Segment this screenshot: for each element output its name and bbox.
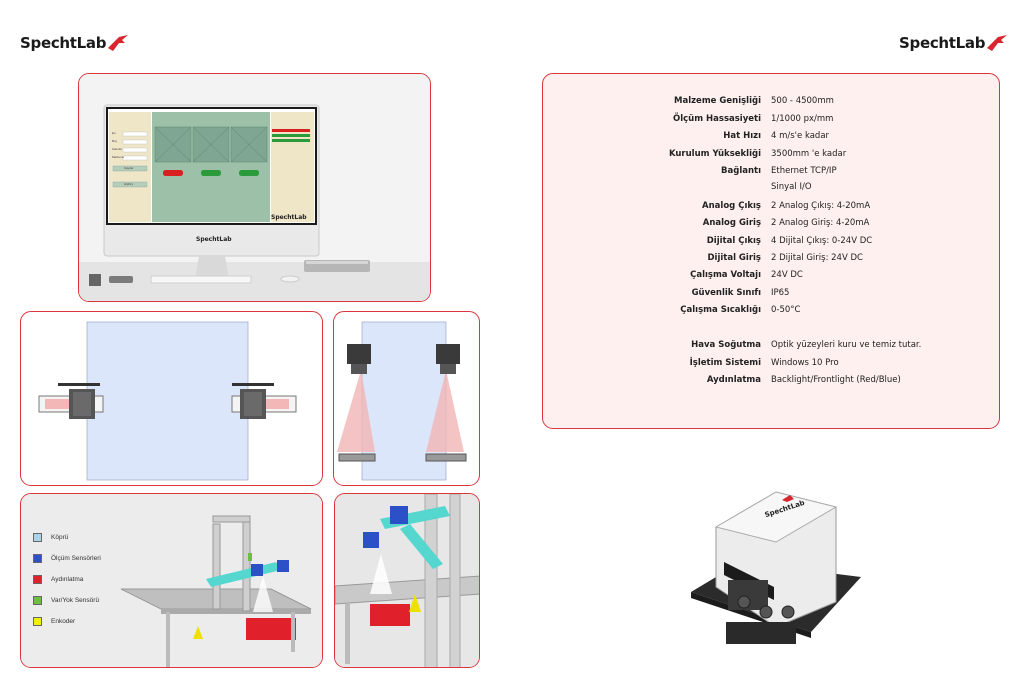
legend-item: Var/Yok Sensörü xyxy=(33,595,101,606)
legend-item: Aydınlatma xyxy=(33,574,101,585)
spec-row: Ölçüm Hassasiyeti 1/1000 px/mm xyxy=(543,114,999,131)
spec-label: Güvenlik Sınıfı xyxy=(691,288,761,298)
spec-value: 4 m/s'e kadar xyxy=(771,131,830,141)
status-indicator-green xyxy=(201,170,221,176)
screen-field-label: Malzeme xyxy=(112,155,125,159)
status-indicator-green xyxy=(239,170,259,176)
legend-label: Enkoder xyxy=(51,618,76,625)
spec-row: Güvenlik Sınıfı IP65 xyxy=(543,288,999,305)
spec-row: Aydınlatma Backlight/Frontlight (Red/Blue… xyxy=(543,375,999,392)
sensor-device-illustration xyxy=(691,491,861,644)
legend-swatch xyxy=(33,554,42,563)
spec-row: Hava Soğutma Optik yüzeyleri kuru ve temi… xyxy=(543,340,999,357)
bird-logo-icon xyxy=(987,35,1008,51)
system-3d-illustration xyxy=(21,494,322,667)
legend-item: Enkoder xyxy=(33,616,101,627)
spec-value: IP65 xyxy=(771,288,790,298)
screen-field-label: Kalınlık xyxy=(112,147,122,151)
bird-logo-icon xyxy=(108,35,129,51)
spec-label: Bağlantı xyxy=(721,166,761,176)
spec-label: Ölçüm Hassasiyeti xyxy=(672,114,761,124)
spec-label: İşletim Sistemi xyxy=(689,358,761,368)
side-view-illustration xyxy=(337,321,467,481)
status-indicator-red xyxy=(163,170,183,176)
spec-label: Malzeme Genişliği xyxy=(674,96,761,106)
software-monitor-panel: En Boy Kalınlık Malzeme Kaydet Hiçbiry S… xyxy=(78,73,431,302)
spec-row: Malzeme Genişliği 500 - 4500mm xyxy=(543,96,999,113)
spec-value: 4 Dijital Çıkış: 0-24V DC xyxy=(771,236,873,246)
legend-swatch xyxy=(33,533,42,542)
spec-label: Hat Hızı xyxy=(723,131,761,141)
legend-label: Aydınlatma xyxy=(51,576,84,583)
legend-swatch xyxy=(33,596,42,605)
brand-logo-right: SpechtLab xyxy=(899,34,1008,52)
spec-value: 1/1000 px/mm xyxy=(771,114,834,124)
screen-button-label: Hiçbiry xyxy=(124,182,134,186)
spec-label: Analog Giriş xyxy=(702,218,761,228)
spec-label: Analog Çıkış xyxy=(702,201,761,211)
legend-swatch xyxy=(33,617,42,626)
legend-label: Var/Yok Sensörü xyxy=(51,597,100,604)
spec-value: Windows 10 Pro xyxy=(771,358,839,368)
spec-value: 24V DC xyxy=(771,270,803,280)
spec-label: Çalışma Voltajı xyxy=(690,270,761,280)
top-view-illustration xyxy=(38,321,297,481)
side-view-panel xyxy=(333,311,480,486)
spec-row: Analog Giriş 2 Analog Giriş: 4-20mA xyxy=(543,218,999,235)
screen-brand-label: SpechtLab xyxy=(271,214,307,221)
brand-logo-left: SpechtLab xyxy=(20,34,129,52)
brand-name: SpechtLab xyxy=(20,34,107,52)
spec-label: Kurulum Yüksekliği xyxy=(668,149,761,159)
spec-row: İşletim Sistemi Windows 10 Pro xyxy=(543,358,999,375)
product-photo: SpechtLab xyxy=(686,462,866,662)
screen-field-label: En xyxy=(112,131,116,135)
monitor-illustration xyxy=(79,74,430,301)
spec-value: Sinyal I/O xyxy=(771,182,812,192)
spec-row: Analog Çıkış 2 Analog Çıkış: 4-20mA xyxy=(543,201,999,218)
legend-label: Ölçüm Sensörleri xyxy=(51,555,101,562)
spec-row: Dijital Çıkış 4 Dijital Çıkış: 0-24V DC xyxy=(543,236,999,253)
spec-row: Çalışma Voltajı 24V DC xyxy=(543,270,999,287)
spec-label: Çalışma Sıcaklığı xyxy=(680,305,761,315)
spec-value: 3500mm 'e kadar xyxy=(771,149,847,159)
legend: Köprü Ölçüm Sensörleri Aydınlatma Var/Yo… xyxy=(33,532,101,637)
legend-item: Köprü xyxy=(33,532,101,543)
spec-label: Aydınlatma xyxy=(706,375,761,385)
spec-row: Kurulum Yüksekliği 3500mm 'e kadar xyxy=(543,149,999,166)
system-3d-panel: Köprü Ölçüm Sensörleri Aydınlatma Var/Yo… xyxy=(20,493,323,668)
spec-value: 2 Dijital Giriş: 24V DC xyxy=(771,253,863,263)
legend-item: Ölçüm Sensörleri xyxy=(33,553,101,564)
spec-value: Ethernet TCP/IP xyxy=(771,166,837,176)
top-view-panel xyxy=(20,311,323,486)
legend-swatch xyxy=(33,575,42,584)
spec-row: Hat Hızı 4 m/s'e kadar xyxy=(543,131,999,148)
spec-row: Sinyal I/O xyxy=(543,182,999,200)
bezel-brand-label: SpechtLab xyxy=(196,236,232,243)
spec-row: Çalışma Sıcaklığı 0-50°C xyxy=(543,305,999,322)
screen-button-label: Kaydet xyxy=(124,166,134,170)
system-3d-zoom-illustration xyxy=(335,494,479,667)
spec-value: Optik yüzeyleri kuru ve temiz tutar. xyxy=(771,340,922,350)
spec-label: Hava Soğutma xyxy=(691,340,761,350)
system-3d-zoom-panel xyxy=(334,493,480,668)
screen-field-label: Boy xyxy=(112,139,118,143)
spec-value: Backlight/Frontlight (Red/Blue) xyxy=(771,375,901,385)
spec-row: Dijital Giriş 2 Dijital Giriş: 24V DC xyxy=(543,253,999,270)
spec-row: Bağlantı Ethernet TCP/IP xyxy=(543,166,999,183)
spec-value: 500 - 4500mm xyxy=(771,96,834,106)
spec-label: Dijital Giriş xyxy=(707,253,761,263)
spec-value: 0-50°C xyxy=(771,305,801,315)
spec-value: 2 Analog Giriş: 4-20mA xyxy=(771,218,870,228)
spec-value: 2 Analog Çıkış: 4-20mA xyxy=(771,201,871,211)
brand-name: SpechtLab xyxy=(899,34,986,52)
spec-label: Dijital Çıkış xyxy=(706,236,761,246)
legend-label: Köprü xyxy=(51,534,69,541)
